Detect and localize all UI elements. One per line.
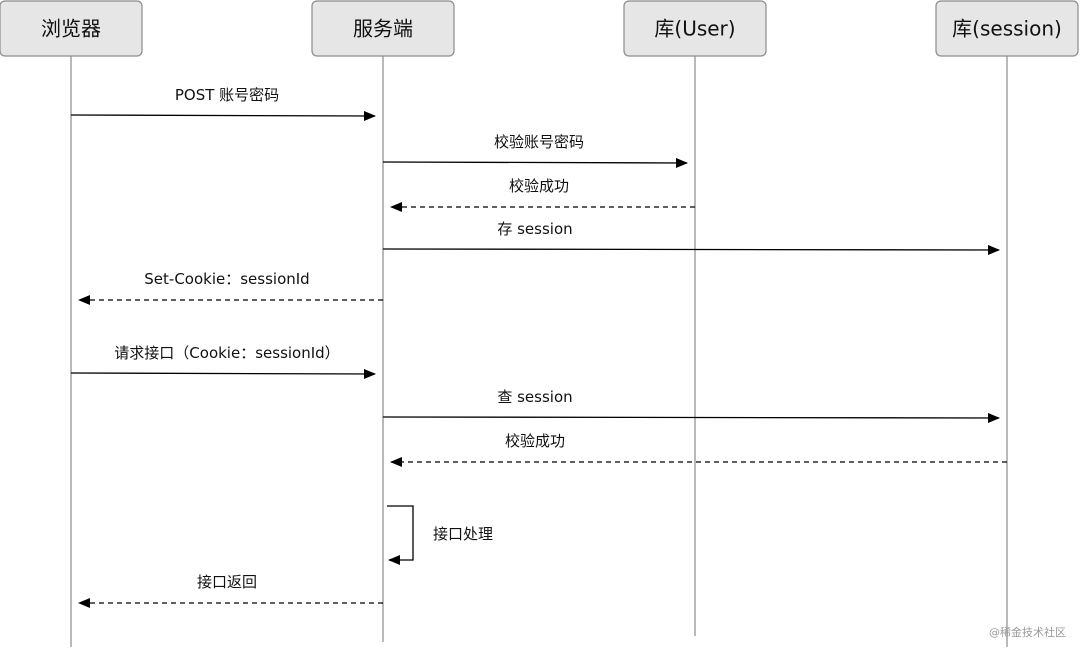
actor-label-browser: 浏览器 (41, 17, 101, 41)
watermark-text: @稀金技术社区 (989, 625, 1066, 639)
actor-label-server: 服务端 (353, 17, 413, 41)
actor-box-server (311, 0, 455, 57)
message-arrow-6 (70, 368, 376, 379)
message-label-6: 请求接口（Cookie：sessionId） (114, 344, 339, 362)
message-label-10: 接口返回 (197, 573, 257, 591)
message-label-4: 存 session (497, 220, 572, 238)
message-label-2: 校验账号密码 (494, 133, 584, 151)
message-arrow-4 (382, 244, 1000, 255)
message-arrow-7 (382, 412, 1000, 423)
message-arrow-1 (70, 110, 376, 121)
message-arrow-9 (387, 505, 414, 565)
actor-label-user_db: 库(User) (654, 17, 735, 41)
message-label-1: POST 账号密码 (175, 86, 279, 104)
actor-box-session_db (935, 0, 1079, 57)
message-label-3: 校验成功 (509, 177, 569, 195)
actor-box-user_db (623, 0, 767, 57)
actor-label-session_db: 库(session) (952, 17, 1062, 41)
message-arrow-2 (382, 157, 688, 168)
message-label-7: 查 session (497, 388, 572, 406)
message-label-8: 校验成功 (505, 432, 565, 450)
message-label-9: 接口处理 (433, 525, 493, 543)
message-label-5: Set-Cookie：sessionId (144, 270, 309, 288)
actor-box-browser (0, 0, 143, 57)
